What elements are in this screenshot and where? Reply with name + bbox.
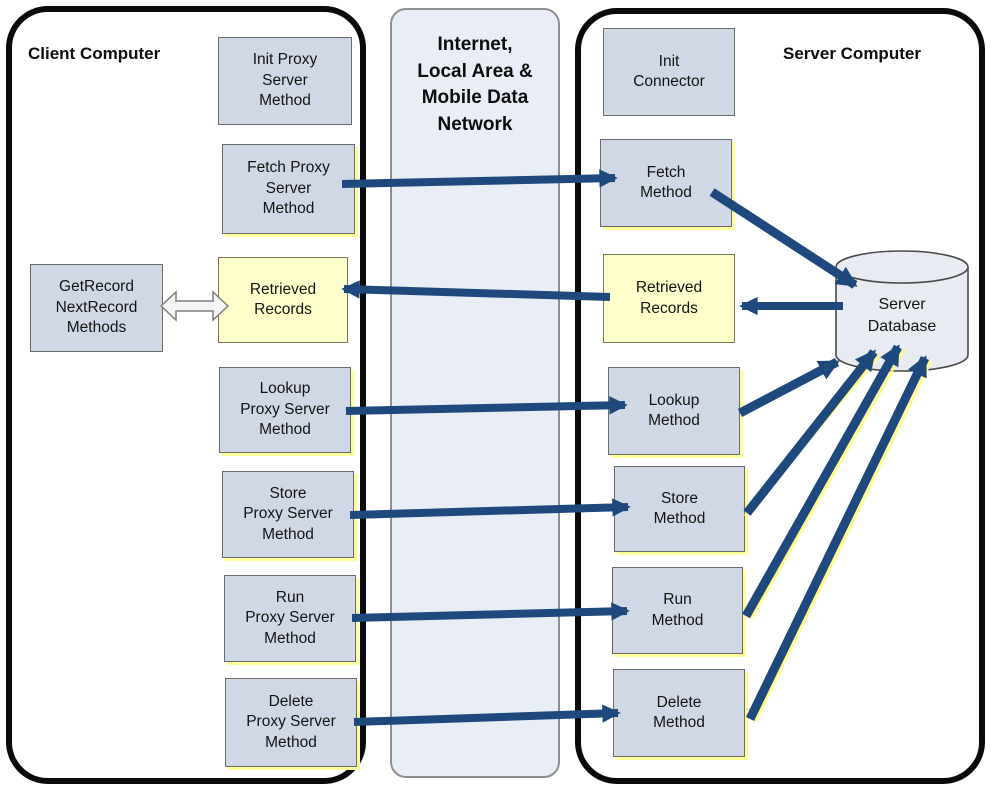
box-delete-method: Delete Method: [613, 669, 745, 757]
box-lookup-method: Lookup Method: [608, 367, 740, 455]
network-title: Internet, Local Area & Mobile Data Netwo…: [417, 34, 533, 135]
box-label: Fetch Proxy Server Method: [247, 159, 330, 218]
box-init-connector: Init Connector: [603, 28, 735, 116]
box-label: Store Proxy Server Method: [243, 484, 333, 543]
box-label: Delete Method: [653, 693, 705, 731]
box-label: GetRecord NextRecord Methods: [55, 278, 138, 337]
server-database-label: Server Database: [867, 296, 937, 335]
box-label: Run Method: [651, 591, 704, 629]
box-store-method: Store Method: [614, 466, 745, 552]
box-label: Lookup Proxy Server Method: [240, 380, 330, 439]
box-label: Fetch Method: [640, 163, 692, 201]
box-retrieved-records-server: Retrieved Records: [603, 254, 735, 343]
box-label: Init Connector: [633, 52, 705, 90]
network-panel: Internet, Local Area & Mobile Data Netwo…: [390, 8, 560, 778]
box-label: Lookup Method: [648, 391, 700, 429]
box-label: Retrieved Records: [635, 279, 703, 317]
box-lookup-proxy-server-method: Lookup Proxy Server Method: [219, 367, 351, 453]
box-init-proxy-server-method: Init Proxy Server Method: [218, 37, 352, 125]
box-run-proxy-server-method: Run Proxy Server Method: [224, 575, 356, 662]
box-label: Store Method: [653, 489, 706, 527]
box-run-method: Run Method: [612, 567, 743, 654]
box-fetch-proxy-server-method: Fetch Proxy Server Method: [222, 144, 355, 234]
box-store-proxy-server-method: Store Proxy Server Method: [222, 471, 354, 558]
box-retrieved-records-client: Retrieved Records: [218, 257, 348, 343]
box-delete-proxy-server-method: Delete Proxy Server Method: [225, 678, 357, 767]
box-getrecord-nextrecord-methods: GetRecord NextRecord Methods: [30, 264, 163, 352]
box-label: Retrieved Records: [249, 280, 317, 318]
box-label: Init Proxy Server Method: [252, 51, 318, 110]
server-panel-title: Server Computer: [783, 44, 921, 63]
client-panel-title: Client Computer: [28, 44, 161, 63]
box-fetch-method: Fetch Method: [600, 139, 732, 227]
box-label: Delete Proxy Server Method: [246, 692, 336, 751]
box-label: Run Proxy Server Method: [245, 588, 335, 647]
